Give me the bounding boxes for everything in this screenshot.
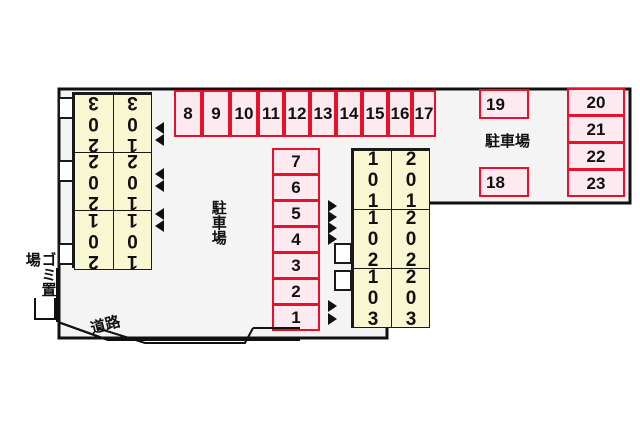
- parking-stall-23[interactable]: 23: [567, 169, 625, 197]
- unit-label: 202: [83, 150, 104, 213]
- direction-arrow-icon: [155, 180, 164, 192]
- direction-arrow-icon: [155, 168, 164, 180]
- parking-stall-7[interactable]: 7: [272, 148, 320, 175]
- parking-stall-1[interactable]: 1: [272, 304, 320, 331]
- parking-stall-12[interactable]: 12: [284, 90, 310, 137]
- direction-arrow-icon: [155, 134, 164, 146]
- left-building: 203 103 202 102 201 101: [72, 92, 152, 272]
- direction-arrow-icon: [328, 233, 337, 245]
- direction-arrow-icon: [328, 211, 337, 223]
- right-parking-column: 20 21 22 23: [567, 88, 625, 197]
- center-parking-column: 7 6 5 4 3 2 1: [272, 148, 320, 332]
- unit-103-right[interactable]: 103: [353, 266, 392, 330]
- unit-label: 103: [362, 266, 384, 330]
- parking-stall-5[interactable]: 5: [272, 200, 320, 227]
- right-building: 101 201 102 202 103 203: [351, 148, 430, 330]
- unit-102-left[interactable]: 102: [113, 150, 152, 213]
- porch-left-bottom: [58, 243, 74, 265]
- direction-arrow-icon: [328, 300, 337, 312]
- unit-202-left[interactable]: 202: [74, 150, 114, 213]
- parking-label-center: 駐車場: [209, 200, 228, 245]
- parking-stall-4[interactable]: 4: [272, 226, 320, 253]
- parking-stall-13[interactable]: 13: [310, 90, 336, 137]
- unit-label: 201: [400, 148, 422, 212]
- garbage-area: ゴミ置場: [2, 250, 62, 305]
- parking-stall-14[interactable]: 14: [336, 90, 362, 137]
- porch-right-lower: [334, 270, 352, 291]
- parking-stall-6[interactable]: 6: [272, 174, 320, 201]
- road-area: [0, 250, 300, 360]
- direction-arrow-icon: [155, 122, 164, 134]
- parking-stall-10[interactable]: 10: [230, 90, 258, 137]
- parking-stall-18[interactable]: 18: [479, 167, 529, 197]
- unit-201-right[interactable]: 201: [391, 148, 430, 212]
- parking-stall-9[interactable]: 9: [202, 90, 230, 137]
- direction-arrow-icon: [328, 313, 337, 325]
- direction-arrow-icon: [155, 220, 164, 232]
- porch-left-mid: [58, 160, 74, 182]
- garbage-bin-outline: [34, 298, 56, 320]
- parking-stall-15[interactable]: 15: [362, 90, 388, 137]
- unit-label: 101: [362, 148, 384, 212]
- parking-stall-11[interactable]: 11: [258, 90, 284, 137]
- parking-label-right: 駐車場: [485, 132, 531, 150]
- unit-label: 202: [400, 207, 422, 271]
- direction-arrow-icon: [328, 200, 337, 212]
- parking-stall-17[interactable]: 17: [412, 90, 436, 137]
- unit-203-right[interactable]: 203: [391, 266, 430, 330]
- road-edge-vertical: [56, 268, 58, 322]
- unit-202-right[interactable]: 202: [391, 207, 430, 271]
- unit-101-right[interactable]: 101: [353, 148, 392, 212]
- unit-label: 203: [83, 92, 104, 155]
- parking-stall-19[interactable]: 19: [479, 89, 529, 119]
- unit-201-left[interactable]: 201: [74, 209, 114, 272]
- parking-stall-21[interactable]: 21: [567, 115, 625, 143]
- unit-101-left[interactable]: 101: [113, 209, 152, 272]
- unit-label: 102: [121, 150, 143, 213]
- unit-102-right[interactable]: 102: [353, 207, 392, 271]
- unit-label: 102: [362, 207, 384, 271]
- unit-103-left[interactable]: 103: [113, 92, 152, 155]
- porch-right-upper: [334, 243, 352, 264]
- top-parking-row: 8 9 10 11 12 13 14 15 16 17: [174, 90, 436, 137]
- parking-stall-8[interactable]: 8: [174, 90, 202, 137]
- parking-stall-20[interactable]: 20: [567, 88, 625, 116]
- unit-203-left[interactable]: 203: [74, 92, 114, 155]
- unit-label: 103: [121, 92, 143, 155]
- unit-label: 203: [400, 266, 422, 330]
- direction-arrow-icon: [155, 208, 164, 220]
- direction-arrow-icon: [328, 222, 337, 234]
- porch-left-top: [58, 97, 74, 119]
- parking-stall-22[interactable]: 22: [567, 142, 625, 170]
- garbage-area-label: ゴミ置場: [23, 252, 58, 297]
- parking-stall-16[interactable]: 16: [388, 90, 412, 137]
